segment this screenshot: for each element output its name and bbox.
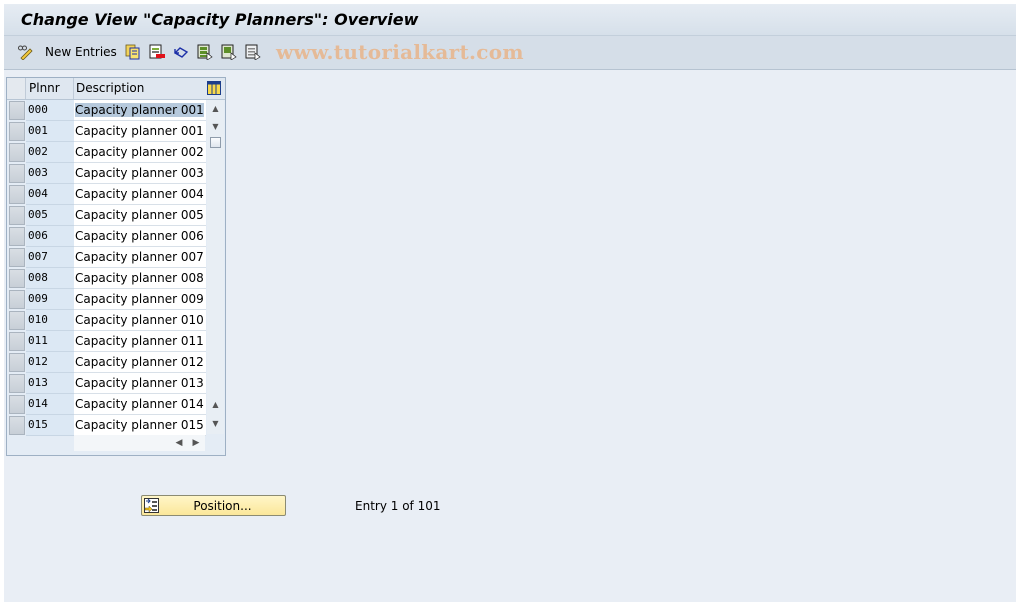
- plnnr-cell: 003: [26, 163, 75, 184]
- column-divider: [73, 78, 74, 99]
- column-header-plnnr[interactable]: Plnnr: [29, 81, 60, 95]
- description-cell[interactable]: Capacity planner 011: [74, 331, 206, 352]
- row-selector[interactable]: [9, 206, 25, 225]
- scroll-right-icon[interactable]: ▶: [192, 438, 200, 448]
- undo-icon[interactable]: [173, 44, 189, 60]
- scroll-thumb[interactable]: [210, 137, 221, 148]
- row-selector[interactable]: [9, 143, 25, 162]
- description-cell[interactable]: Capacity planner 003: [74, 163, 206, 184]
- select-block-icon[interactable]: [221, 44, 237, 60]
- row-selector[interactable]: [9, 164, 25, 183]
- plnnr-cell: 004: [26, 184, 75, 205]
- horizontal-scrollbar[interactable]: ◀ ▶: [74, 435, 205, 451]
- row-selector[interactable]: [9, 395, 25, 414]
- row-selector[interactable]: [9, 374, 25, 393]
- edit-toggle-icon[interactable]: [17, 44, 33, 60]
- position-icon: [144, 498, 159, 513]
- new-entries-label: New Entries: [45, 45, 117, 59]
- description-cell[interactable]: Capacity planner 008: [74, 268, 206, 289]
- description-cell[interactable]: Capacity planner 007: [74, 247, 206, 268]
- table-settings-icon[interactable]: [207, 81, 221, 95]
- position-button-label: Position...: [193, 499, 252, 513]
- description-text-selected: Capacity planner 001: [75, 103, 204, 117]
- description-cell[interactable]: Capacity planner 001: [74, 121, 206, 142]
- row-selector[interactable]: [9, 332, 25, 351]
- description-cell[interactable]: Capacity planner 005: [74, 205, 206, 226]
- description-cell[interactable]: Capacity planner 006: [74, 226, 206, 247]
- vertical-scrollbar[interactable]: ▲ ▼ ▲ ▼: [207, 100, 224, 434]
- application-toolbar: New Entries www.tutorialkart.com: [4, 36, 1016, 70]
- scroll-up-icon[interactable]: ▲: [212, 400, 219, 409]
- watermark: www.tutorialkart.com: [276, 40, 524, 64]
- row-selector[interactable]: [9, 122, 25, 141]
- row-selector[interactable]: [9, 416, 25, 435]
- title-bar: Change View "Capacity Planners": Overvie…: [4, 4, 1016, 36]
- deselect-all-icon[interactable]: [245, 44, 261, 60]
- row-selector[interactable]: [9, 227, 25, 246]
- select-all-icon[interactable]: [197, 44, 213, 60]
- plnnr-cell: 015: [26, 415, 75, 436]
- plnnr-cell: 009: [26, 289, 75, 310]
- page-title: Change View "Capacity Planners": Overvie…: [21, 10, 419, 29]
- plnnr-cell: 014: [26, 394, 75, 415]
- scroll-down-icon[interactable]: ▼: [212, 419, 219, 428]
- description-cell[interactable]: Capacity planner 015: [74, 415, 206, 436]
- description-cell[interactable]: Capacity planner 004: [74, 184, 206, 205]
- description-cell[interactable]: Capacity planner 002: [74, 142, 206, 163]
- row-selector[interactable]: [9, 353, 25, 372]
- row-selector[interactable]: [9, 269, 25, 288]
- scroll-line-down-icon[interactable]: ▼: [212, 122, 219, 131]
- plnnr-cell: 001: [26, 121, 75, 142]
- plnnr-cell: 008: [26, 268, 75, 289]
- description-cell[interactable]: Capacity planner 001: [74, 100, 206, 121]
- position-button[interactable]: Position...: [141, 495, 286, 516]
- plnnr-cell: 007: [26, 247, 75, 268]
- description-cell[interactable]: Capacity planner 013: [74, 373, 206, 394]
- plnnr-cell: 000: [26, 100, 75, 121]
- row-selector[interactable]: [9, 311, 25, 330]
- row-selector[interactable]: [9, 101, 25, 120]
- plnnr-cell: 010: [26, 310, 75, 331]
- table-header: Plnnr Description: [7, 78, 225, 100]
- copy-icon[interactable]: [125, 44, 141, 60]
- plnnr-cell: 005: [26, 205, 75, 226]
- select-all-rows-button[interactable]: [7, 78, 26, 99]
- plnnr-cell: 012: [26, 352, 75, 373]
- row-selector[interactable]: [9, 290, 25, 309]
- plnnr-cell: 011: [26, 331, 75, 352]
- scroll-left-icon[interactable]: ◀: [175, 438, 183, 448]
- description-cell[interactable]: Capacity planner 014: [74, 394, 206, 415]
- plnnr-cell: 002: [26, 142, 75, 163]
- delete-icon[interactable]: [149, 44, 165, 60]
- plnnr-cell: 006: [26, 226, 75, 247]
- description-cell[interactable]: Capacity planner 010: [74, 310, 206, 331]
- row-selector[interactable]: [9, 248, 25, 267]
- entry-counter: Entry 1 of 101: [355, 499, 441, 513]
- scroll-page-up-icon[interactable]: ▲: [212, 104, 219, 113]
- description-cell[interactable]: Capacity planner 012: [74, 352, 206, 373]
- row-selector[interactable]: [9, 185, 25, 204]
- plnnr-cell: 013: [26, 373, 75, 394]
- description-cell[interactable]: Capacity planner 009: [74, 289, 206, 310]
- column-header-description[interactable]: Description: [76, 81, 145, 95]
- new-entries-button[interactable]: New Entries: [45, 44, 117, 60]
